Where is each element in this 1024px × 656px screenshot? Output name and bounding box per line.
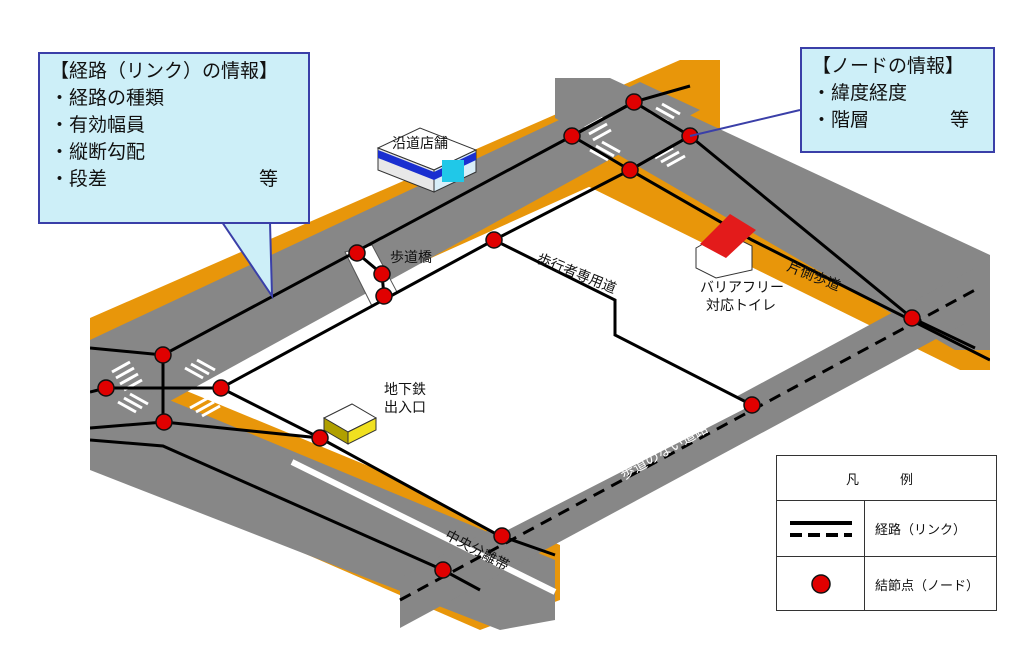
subway-label-line2: 出入口 [384,400,426,416]
route-info-item: ・経路の種類 [50,87,165,109]
legend-route-row: 経路（リンク） [777,501,996,556]
route-info-suffix: 等 [258,168,278,190]
subway-label-line1: 地下鉄 [384,382,426,398]
node [743,396,761,414]
route-lines [90,84,990,592]
node-callout-pointer [689,109,801,137]
route-info-item: ・有効幅員 [50,114,146,136]
node [348,244,366,262]
node [97,379,115,397]
node [154,346,172,364]
node [563,127,581,145]
route-info-item: ・段差 [50,168,108,190]
route-info-title: 【経路（リンク）の情報】 [50,60,279,82]
crosswalks [111,102,686,418]
dashed-route [399,288,976,602]
node [155,413,173,431]
node [621,161,639,179]
legend-title: 凡 例 [777,456,996,501]
node [375,287,393,305]
route-info-callout: 【経路（リンク）の情報】 ・経路の種類 ・有効幅員 ・縦断勾配 ・段差 等 [38,52,310,224]
toilet-label-line2: 対応トイレ [706,298,776,314]
node [373,265,391,283]
node [625,93,643,111]
roads [90,78,990,630]
route-info-item: ・縦断勾配 [50,141,146,163]
node-dot-icon [777,557,865,611]
footbridge-label: 歩道橋 [390,250,432,266]
accessible-toilet-icon [695,214,756,279]
node-info-callout: 【ノードの情報】 ・緯度経度 ・階層 等 [800,47,995,153]
node [903,309,921,327]
legend-node-label: 結節点（ノード） [875,578,980,594]
route-line-icon [777,501,865,556]
node-info-suffix: 等 [949,109,969,131]
node [493,527,511,545]
node [311,429,329,447]
legend-node-row: 結節点（ノード） [777,556,996,611]
node-info-title: 【ノードの情報】 [812,55,965,77]
node [485,231,503,249]
legend: 凡 例 経路（リンク） 結節点（ノード） [776,455,997,611]
node-info-item: ・緯度経度 [812,82,908,104]
node [212,379,230,397]
subway-entrance-icon [322,403,378,445]
block-area [232,240,752,535]
roadside-shop-icon [376,127,478,193]
node [434,561,452,579]
legend-route-label: 経路（リンク） [875,523,967,538]
node-info-item: ・階層 [812,109,870,131]
median-strip [290,459,557,595]
toilet-label-line1: バリアフリー [700,280,784,296]
shop-label: 沿道店舗 [392,136,448,152]
